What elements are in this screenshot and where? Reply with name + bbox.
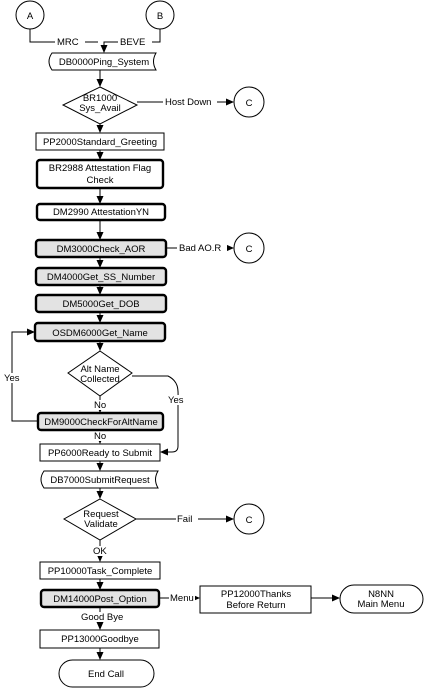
node-dm2990-label: DM2990 AttestationYN [53,207,149,218]
node-n8nn-line1: N8NN [368,589,394,600]
connector-c-bad-aor: C [233,232,265,264]
node-alt-line1: Alt Name [80,364,119,375]
label-yes-left: Yes [4,373,20,384]
node-dm3000: DM3000Check_AOR [34,238,168,259]
edge-alt-yes-to-pp6000 [132,375,179,456]
node-dm4000-label: DM4000Get_SS_Number [47,272,155,283]
node-dm5000: DM5000Get_DOB [34,293,168,314]
node-dm5000-label: DM5000Get_DOB [62,299,139,310]
node-br1000-line2: Sys_Avail [79,103,121,114]
node-pp12000: PP12000Thanks Before Return [199,585,312,614]
node-end-call-label: End Call [88,669,124,680]
node-pp6000: PP6000Ready to Submit [39,443,161,462]
connector-a-label: A [27,11,34,22]
edge-labels: MRC BEVE Host Down Bad AO.R Yes Yes No N… [3,37,227,623]
connector-c-label: C [246,515,253,526]
label-host-down: Host Down [165,97,211,108]
label-good-bye: Good Bye [81,612,123,623]
connector-b-label: B [157,11,163,22]
node-request-validate-decision: Request Validate [62,498,138,541]
label-bad-aor: Bad AO.R [179,243,221,254]
connector-c-fail: C [233,503,265,535]
connector-c-label: C [246,98,253,109]
node-dm9000-label: DM9000CheckForAltName [44,417,158,428]
node-db0000: DB0000Ping_System [48,52,157,71]
node-dm4000: DM4000Get_SS_Number [34,266,168,287]
connector-a: A [15,0,45,30]
node-dm14000-label: DM14000Post_Option [53,594,146,605]
node-n8nn: N8NN Main Menu [339,584,424,614]
node-db0000-label: DB0000Ping_System [59,57,149,68]
node-pp6000-label: PP6000Ready to Submit [48,448,152,459]
connector-b: B [145,0,175,30]
node-br1000-decision: BR1000 Sys_Avail [61,86,139,125]
node-br1000-line1: BR1000 [83,93,117,104]
node-req-line1: Request [83,509,119,520]
label-fail: Fail [177,514,192,525]
node-alt-line2: Collected [80,374,120,385]
node-br2988: BR2988 Attestation Flag Check [35,158,165,190]
node-pp12000-line2: Before Return [226,600,285,611]
node-pp2000: PP2000Standard_Greeting [35,132,165,151]
node-req-line2: Validate [84,519,118,530]
node-pp10000-label: PP10000Task_Complete [48,566,153,577]
label-beve: BEVE [120,37,145,48]
node-db7000-label: DB7000SubmitRequest [50,475,150,486]
label-ok: OK [93,546,107,557]
label-no-alt: No [94,400,106,411]
label-mrc: MRC [57,37,79,48]
node-pp10000: PP10000Task_Complete [39,561,161,580]
node-pp13000-label: PP13000Goodbye [61,634,139,645]
node-dm9000: DM9000CheckForAltName [36,411,165,432]
node-pp13000: PP13000Goodbye [39,629,160,649]
node-n8nn-line2: Main Menu [358,599,405,610]
node-alt-name-decision: Alt Name Collected [67,350,133,397]
node-osdm6000: OSDM6000Get_Name [33,321,167,343]
node-dm2990: DM2990 AttestationYN [35,202,167,222]
node-db7000: DB7000SubmitRequest [40,470,159,489]
node-end-call: End Call [58,659,155,688]
node-pp2000-label: PP2000Standard_Greeting [43,137,157,148]
node-dm3000-label: DM3000Check_AOR [57,244,146,255]
label-yes-right: Yes [168,395,184,406]
connector-c-label: C [246,244,253,255]
node-osdm6000-label: OSDM6000Get_Name [52,328,148,339]
node-dm14000: DM14000Post_Option [39,588,161,609]
node-br2988-line2: Check [87,175,114,186]
label-no-check: No [94,431,106,442]
node-pp12000-line1: PP12000Thanks [221,589,291,600]
connector-c-host-down: C [233,86,265,118]
label-menu: Menu [170,593,194,604]
node-br2988-line1: BR2988 Attestation Flag [49,163,151,174]
